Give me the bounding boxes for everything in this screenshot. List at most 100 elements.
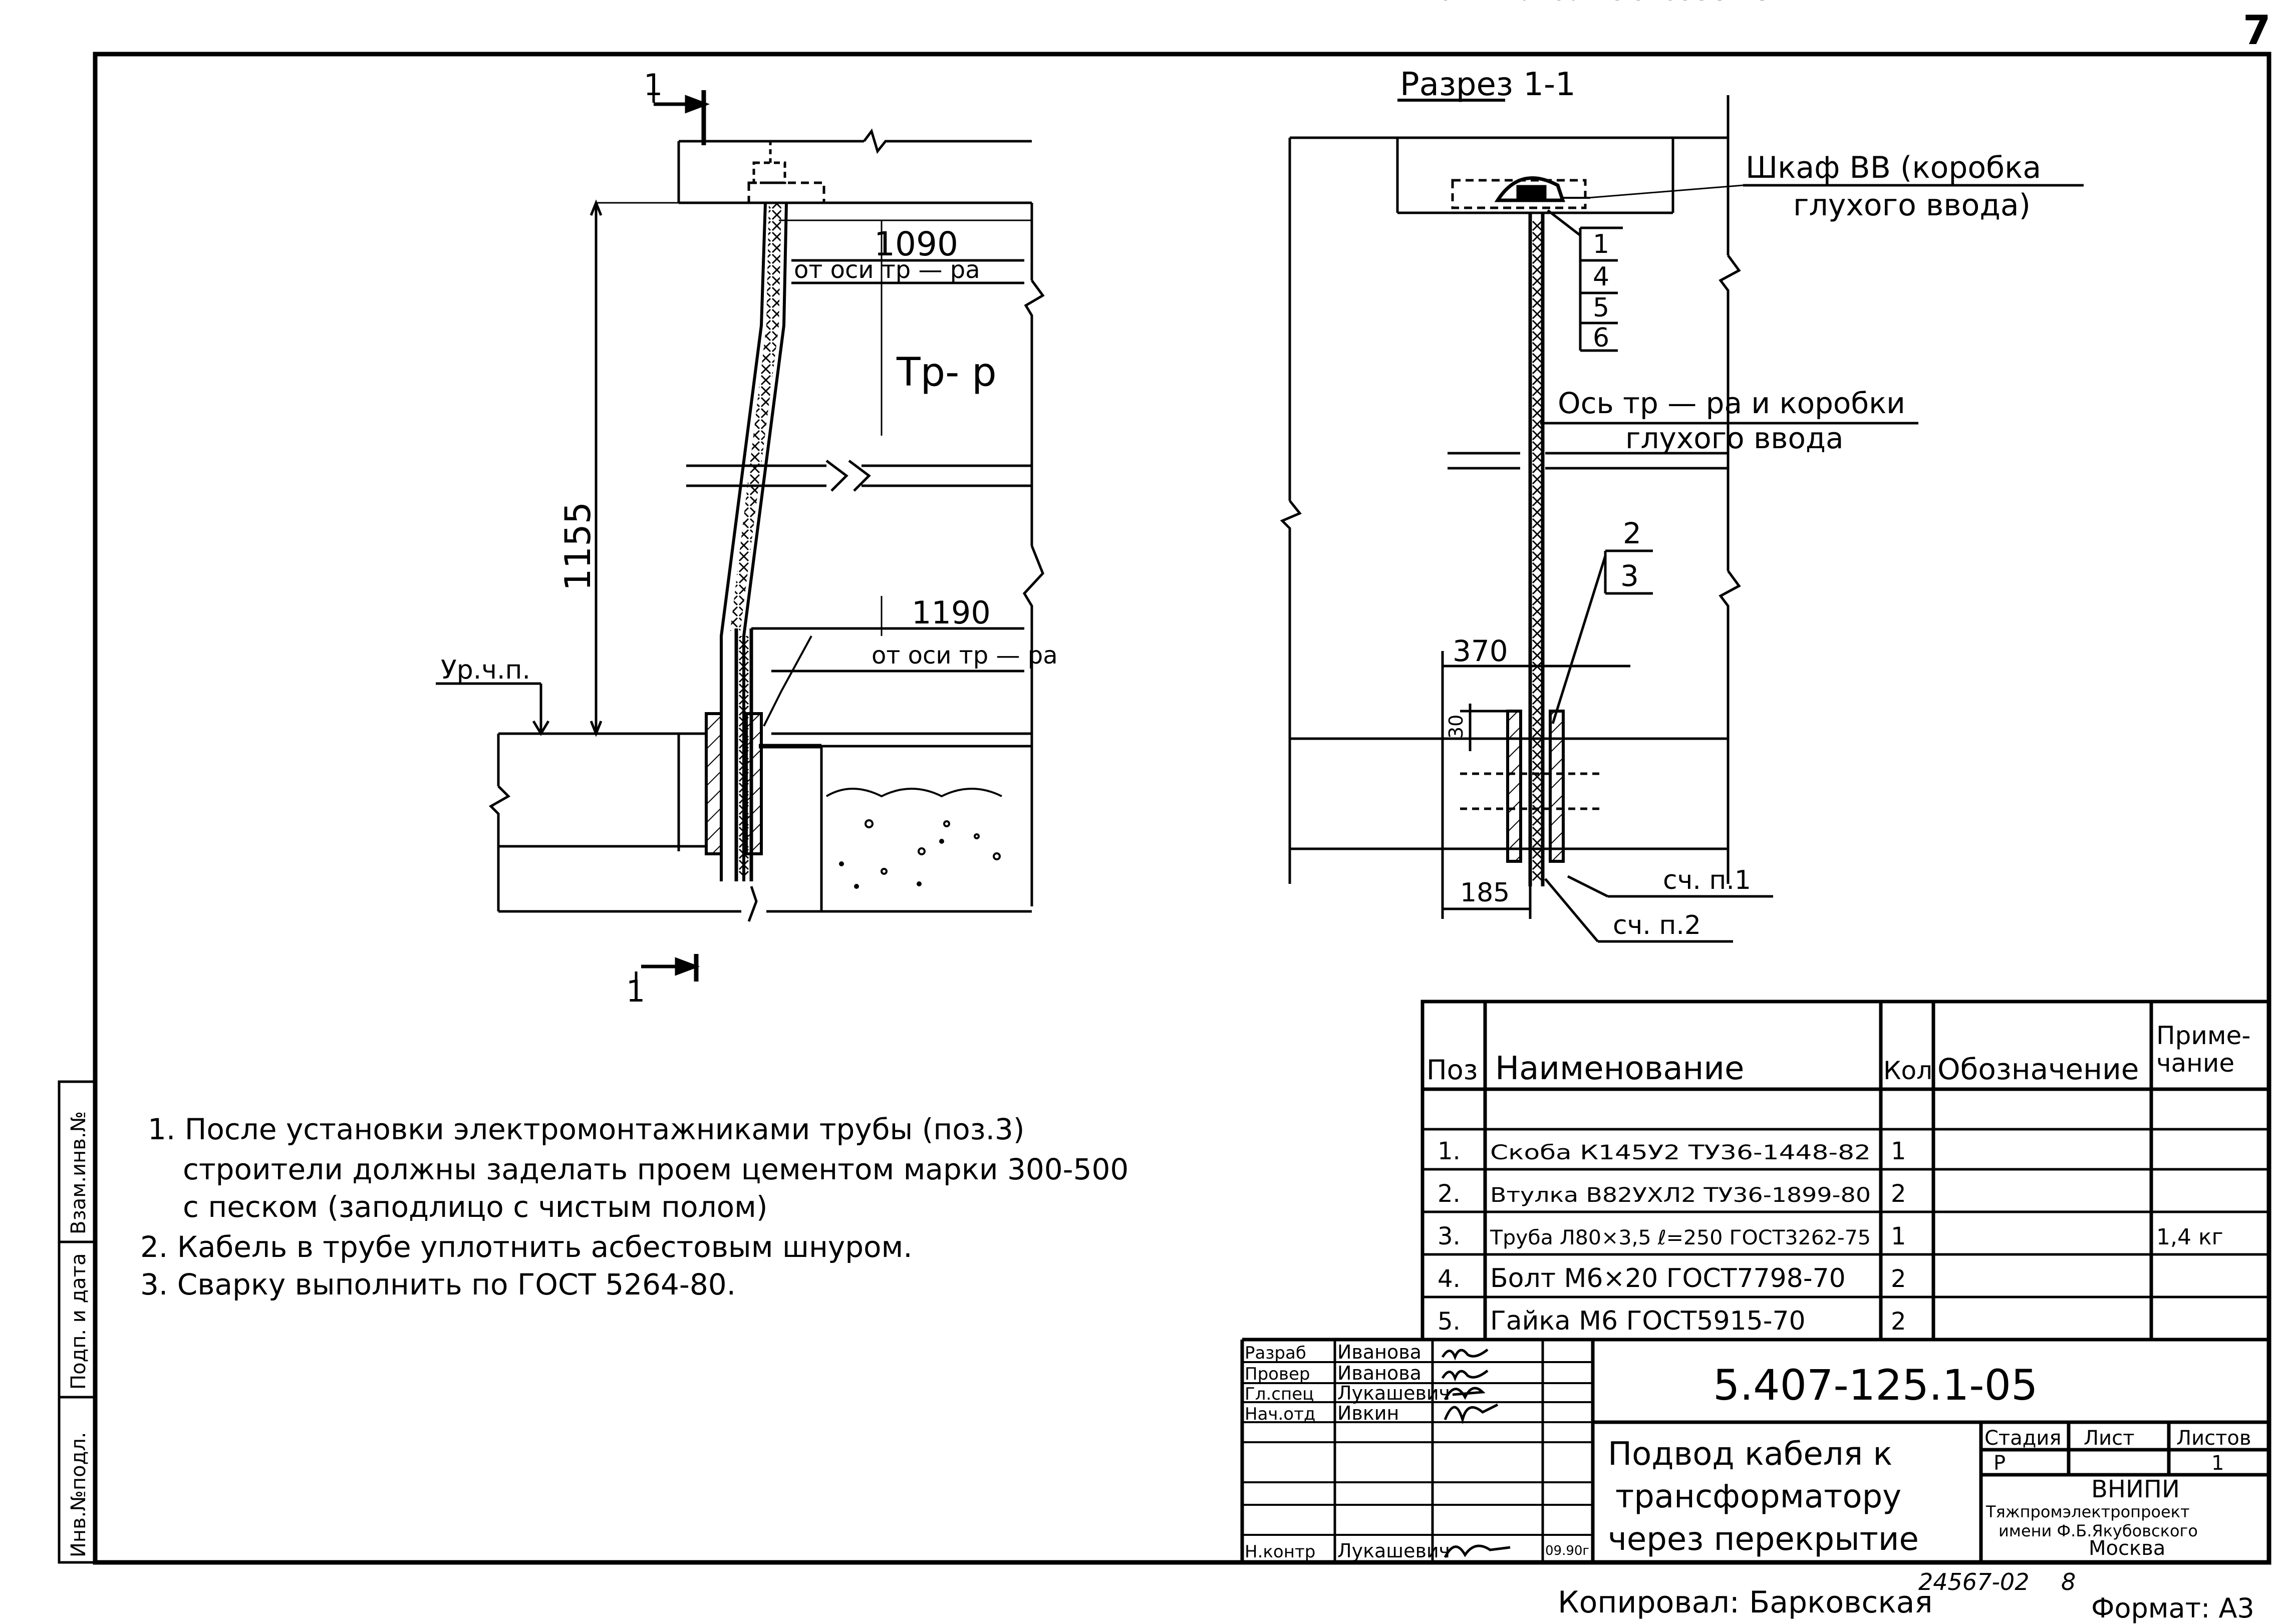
dim-1155-value: 1155 — [557, 502, 599, 591]
left-sleeve-hatch-b — [746, 714, 761, 854]
dim-1190-value: 1190 — [912, 594, 991, 631]
cut-mark-top-label: 1 — [644, 68, 663, 103]
spec-qty: 4 — [1891, 0, 1906, 6]
copied-by: Копировал: Барковская — [1558, 1585, 1933, 1620]
spec-qty: 1 — [1891, 1222, 1906, 1250]
left-concrete-speckle — [825, 788, 1002, 889]
spec-name: Болт М6×20 ГОСТ7798-70 — [1490, 1263, 1846, 1293]
spec-table-rows: 1. Скоба К145У2 ТУ36-1448-82 1 2. Втулка В82… — [1438, 0, 2223, 1336]
signer-role: Нач.отд — [1245, 1404, 1315, 1424]
spec-pos: 4. — [1438, 1265, 1461, 1293]
spec-header-pos: Поз — [1427, 1054, 1478, 1086]
dim-1090-value: 1090 — [874, 225, 958, 263]
note-2: 2. Кабель в трубе уплотнить асбестовым ш… — [140, 1230, 913, 1264]
signer-role: Н.контр — [1245, 1542, 1315, 1562]
archive-sheet: 8 — [2061, 1568, 2076, 1595]
spec-pos: 6. — [1438, 0, 1461, 6]
cabinet-label-line1: Шкаф ВВ (коробка — [1746, 150, 2041, 185]
spec-pos: 1. — [1438, 1137, 1461, 1165]
ref-sheet-2: сч. п.2 — [1613, 910, 1701, 940]
spec-pos: 3. — [1438, 1222, 1461, 1250]
spec-header-qty: Кол — [1883, 1056, 1932, 1085]
callout-pos-2: 2 — [1623, 516, 1641, 550]
spec-qty: 2 — [1891, 1265, 1906, 1293]
floor-level-label: Ур.ч.п. — [441, 655, 530, 685]
spec-header-note: Приме-чание — [2156, 1021, 2250, 1078]
sheet-frame — [93, 52, 2271, 1565]
transformer-label: Тр- р — [896, 350, 997, 395]
signer-name: Лукашевич — [1337, 1540, 1450, 1562]
dim-1090-note: от оси тр — ра — [794, 256, 980, 284]
side-stamp-sign-date: Подп. и дата — [67, 1253, 90, 1390]
sheet-header: Лист — [2084, 1427, 2134, 1450]
title-block-grid — [1240, 1338, 2269, 1562]
stage-value: Р — [1993, 1452, 2006, 1475]
dim-370-value: 370 — [1453, 634, 1508, 668]
spec-name: Труба Л80×3,5 ℓ=250 ГОСТ3262-75 — [1490, 1226, 1871, 1249]
sheets-header: Листов — [2176, 1427, 2251, 1450]
section-title: Разрез 1-1 — [1400, 66, 1576, 103]
dim-30-value: 30 — [1445, 715, 1467, 739]
spec-name: Гайка М6 ГОСТ5915-70 — [1490, 1306, 1806, 1336]
spec-name: Втулка В82УХЛ2 ТУ36-1899-80 — [1490, 1184, 1871, 1207]
doc-code: 5.407-125.1-05 — [1713, 1361, 2038, 1410]
section-sleeve-hatch-b — [1550, 711, 1563, 861]
note-1-line2: строители должны заделать проем цементом… — [183, 1152, 1128, 1186]
spec-name: Шайба ГОСТ6958-78 — [1490, 0, 1771, 7]
signer-name: Ивкин — [1337, 1402, 1399, 1424]
format-label: Формат: А3 — [2091, 1592, 2254, 1624]
spec-qty: 2 — [1891, 1180, 1906, 1208]
signer-name: Лукашевич — [1337, 1382, 1450, 1404]
spec-qty: 2 — [1891, 1308, 1906, 1336]
cut-mark-bottom-label: 1 — [626, 974, 645, 1009]
signer-name: Иванова — [1337, 1362, 1421, 1384]
signer-role: Провер — [1245, 1364, 1310, 1384]
note-1-line1: 1. После установки электромонтажниками т… — [148, 1112, 1025, 1146]
left-cable-hatch-upper — [730, 203, 781, 631]
archive-number: 24567-02 — [1918, 1568, 2029, 1595]
org-line-3: имени Ф.Б.Якубовского — [1999, 1521, 2198, 1540]
stage-header: Стадия — [1984, 1427, 2061, 1450]
title-date: 09.90г — [1545, 1543, 1589, 1558]
section-cable-hatch — [1532, 220, 1542, 881]
sheet-number: 7 — [2243, 7, 2271, 54]
sheets-value: 1 — [2211, 1452, 2224, 1475]
spec-pos: 5. — [1438, 1308, 1461, 1336]
note-3: 3. Сварку выполнить по ГОСТ 5264-80. — [140, 1267, 736, 1302]
callout-pos-1: 1 — [1593, 229, 1609, 259]
axis-label-line2: глухого ввода — [1625, 421, 1844, 455]
callout-pos-3: 3 — [1620, 559, 1639, 593]
callout-pos-6: 6 — [1593, 323, 1609, 353]
signatures — [1441, 1349, 1511, 1558]
org-line-1: ВНИПИ — [2091, 1475, 2180, 1503]
spec-header-designation: Обозначение — [1937, 1052, 2139, 1086]
section-sleeve-hatch-a — [1508, 711, 1521, 861]
spec-name: Скоба К145У2 ТУ36-1448-82 — [1490, 1141, 1871, 1164]
spec-qty: 1 — [1891, 1137, 1906, 1165]
signer-role: Гл.спец — [1245, 1384, 1314, 1404]
ref-sheet-1: сч. п.1 — [1663, 865, 1751, 895]
spec-pos: 2. — [1438, 1180, 1461, 1208]
side-stamp-inv-original: Инв.№подл. — [67, 1432, 90, 1557]
dim-1190-note: от оси тр — ра — [872, 641, 1058, 670]
signer-name: Иванова — [1337, 1341, 1421, 1363]
spec-table-grid — [1420, 1000, 2271, 1342]
signer-role: Разраб — [1245, 1343, 1306, 1363]
callout-pos-4: 4 — [1593, 262, 1609, 292]
title-line-1: Подвод кабеля к — [1608, 1436, 1892, 1473]
title-line-3: через перекрытие — [1608, 1521, 1919, 1558]
dim-185-value: 185 — [1460, 878, 1510, 908]
side-stamp-strip — [58, 1080, 97, 1564]
left-sleeve-hatch-a — [706, 714, 721, 854]
org-line-2: Тяжпромэлектропроект — [1985, 1502, 2190, 1521]
spec-note: 1,4 кг — [2156, 1224, 2223, 1250]
cabinet-label-line2: глухого ввода) — [1793, 188, 2031, 223]
side-stamp-replace-inv: Взам.инв.№ — [67, 1111, 90, 1234]
spec-header-name: Наименование — [1495, 1050, 1744, 1087]
title-line-2: трансформатору — [1615, 1478, 1901, 1515]
callout-pos-5: 5 — [1593, 293, 1609, 323]
axis-label-line1: Ось тр — ра и коробки — [1558, 386, 1905, 420]
note-1-line3: с песком (заподлицо с чистым полом) — [183, 1190, 768, 1224]
